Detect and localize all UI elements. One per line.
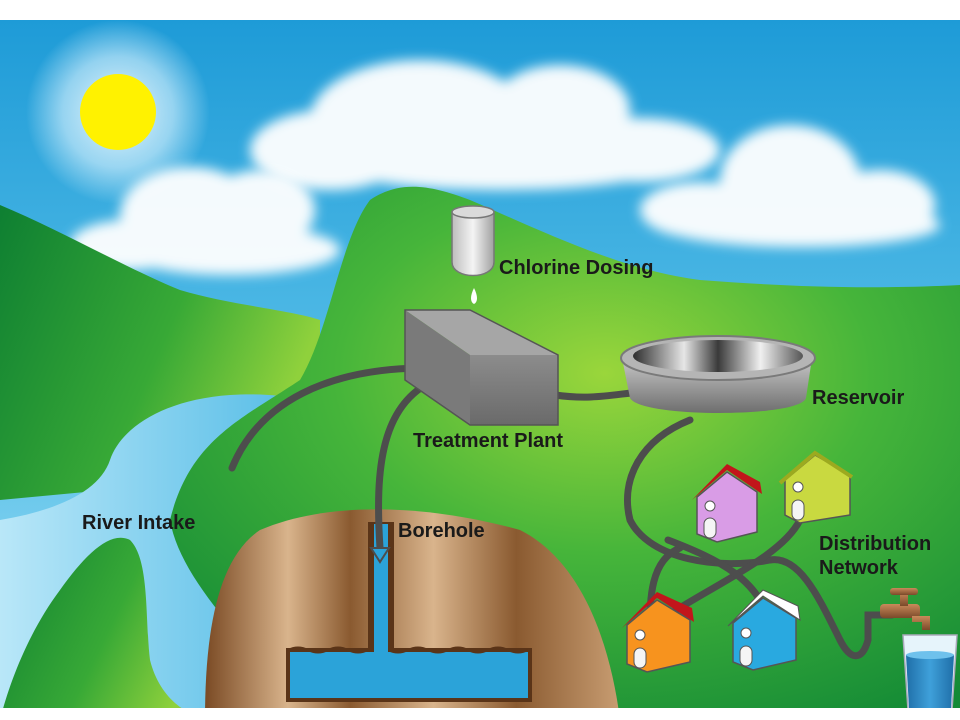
house-icon <box>778 450 854 524</box>
borehole-arrow <box>369 547 391 564</box>
sun-icon <box>26 20 210 204</box>
lower-left-hill <box>0 537 220 720</box>
river-intake-label: River Intake <box>82 512 195 534</box>
house-icon <box>727 589 801 671</box>
aquifer-cross-section <box>205 509 620 720</box>
treatment-plant-icon <box>404 309 559 426</box>
reservoir-icon <box>620 335 816 413</box>
bottom-margin <box>0 708 960 720</box>
reservoir-label: Reservoir <box>812 387 904 409</box>
cloud-icon <box>70 167 340 275</box>
distribution-network-label-line1: Distribution <box>819 533 931 555</box>
distribution-network-label-line2: Network <box>819 557 899 579</box>
house-icon <box>692 464 762 543</box>
treatment-plant-label: Treatment Plant <box>413 430 563 452</box>
tap-icon <box>880 588 930 630</box>
cloud-icon <box>640 125 940 247</box>
chlorine-tank-icon <box>451 205 495 304</box>
borehole-label: Borehole <box>398 520 485 542</box>
chlorine-dosing-label: Chlorine Dosing <box>499 257 653 279</box>
water-glass-icon <box>902 634 958 711</box>
cloud-icon <box>250 60 720 190</box>
house-icon <box>622 592 694 673</box>
